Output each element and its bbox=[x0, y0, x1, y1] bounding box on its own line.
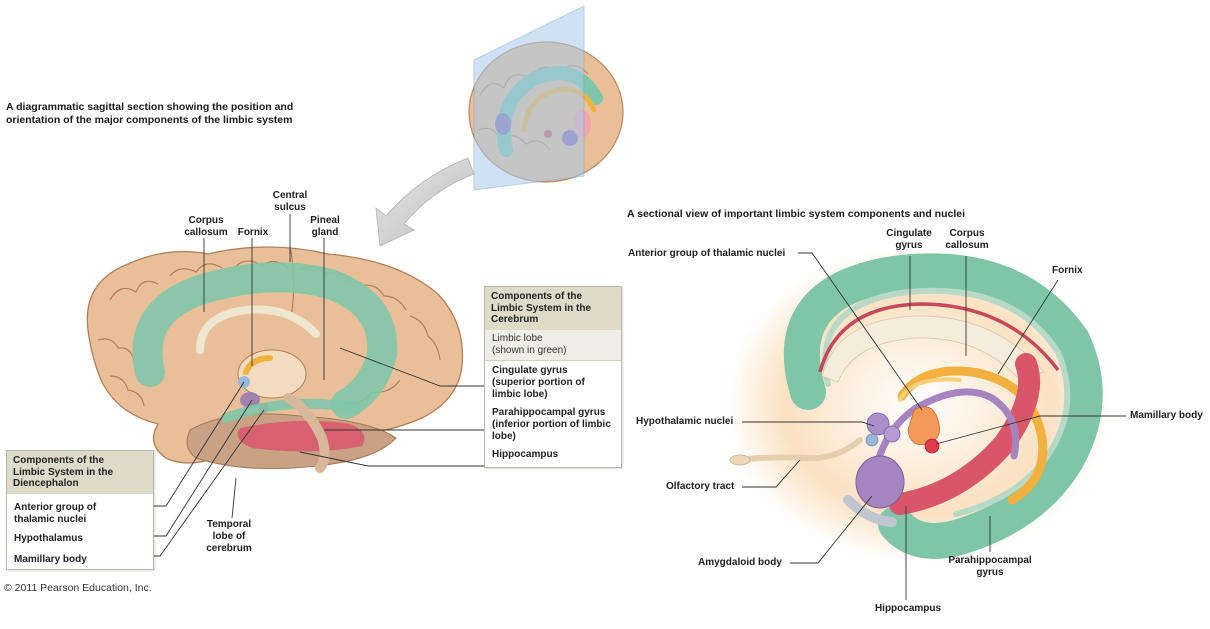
sectional-caption: A sectional view of important limbic sys… bbox=[627, 208, 966, 220]
diencephalon-item-mamillary-body: Mamillary body bbox=[14, 553, 87, 565]
cerebrum-item-cingulate-gyrus: Cingulate gyrus (superior portion of lim… bbox=[485, 359, 621, 404]
label-amygdaloid-body: Amygdaloid body bbox=[698, 557, 782, 568]
cerebrum-box-title: Components of the Limbic System in the C… bbox=[485, 287, 621, 330]
cerebrum-components-box: Components of the Limbic System in the C… bbox=[484, 286, 622, 468]
right-leaders bbox=[742, 252, 1126, 600]
inset-brain bbox=[468, 5, 624, 191]
label-anterior-thalamic-nuclei: Anterior group of thalamic nuclei bbox=[628, 248, 786, 259]
label-mamillary-body-right: Mamillary body bbox=[1130, 410, 1203, 421]
left-leaders bbox=[150, 214, 484, 557]
label-parahippocampal-gyrus: Parahippocampal gyrus bbox=[948, 555, 1032, 578]
sagittal-caption: A diagrammatic sagittal section showing … bbox=[6, 101, 294, 127]
label-fornix-left: Fornix bbox=[237, 227, 269, 238]
label-corpus-callosum-right: Corpus callosum bbox=[945, 228, 989, 251]
label-fornix-right: Fornix bbox=[1052, 265, 1083, 276]
cerebrum-item-limbic-lobe: Limbic lobe (shown in green) bbox=[485, 329, 621, 360]
label-temporal-lobe: Temporal lobe of cerebrum bbox=[206, 519, 252, 554]
diencephalon-item-anterior-thalamic: Anterior group of thalamic nuclei bbox=[14, 501, 97, 525]
label-corpus-callosum-left: Corpus callosum bbox=[184, 215, 228, 238]
cerebrum-item-hippocampus: Hippocampus bbox=[492, 448, 559, 460]
label-hypothalamic-nuclei: Hypothalamic nuclei bbox=[636, 416, 734, 427]
label-hippocampus-right: Hippocampus bbox=[874, 603, 942, 614]
label-pineal-gland: Pineal gland bbox=[310, 215, 340, 238]
pointer-arrow bbox=[375, 157, 475, 247]
label-central-sulcus: Central sulcus bbox=[272, 190, 308, 213]
diencephalon-components-box: Components of the Limbic System in the D… bbox=[6, 450, 154, 570]
label-olfactory-tract: Olfactory tract bbox=[666, 481, 735, 492]
copyright-notice: © 2011 Pearson Education, Inc. bbox=[4, 582, 152, 594]
cerebrum-item-parahippocampal-gyrus: Parahippocampal gyrus (inferior portion … bbox=[492, 406, 611, 442]
diencephalon-item-hypothalamus: Hypothalamus bbox=[14, 532, 83, 544]
label-cingulate-gyrus: Cingulate gyrus bbox=[886, 228, 932, 251]
diencephalon-box-title: Components of the Limbic System in the D… bbox=[7, 451, 153, 494]
sagittal-brain bbox=[86, 245, 464, 473]
